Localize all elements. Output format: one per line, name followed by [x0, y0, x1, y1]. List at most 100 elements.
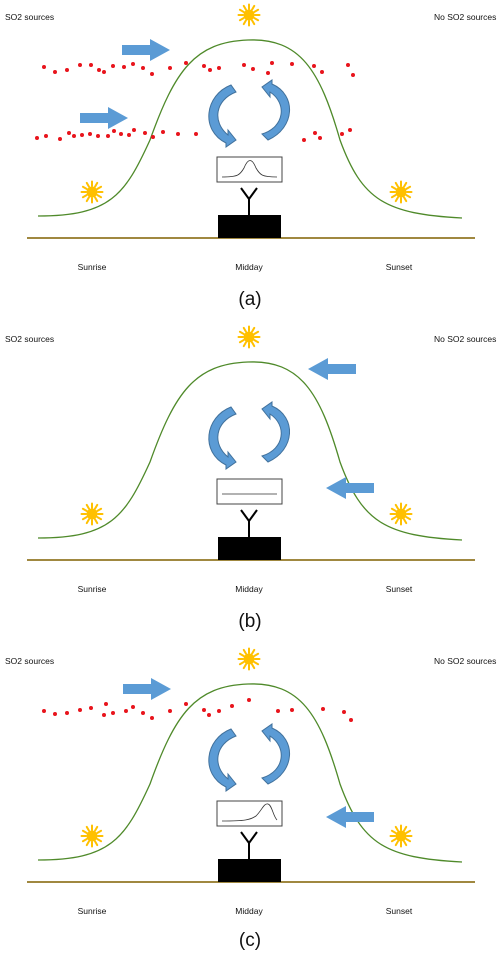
no-so2-sources-label: No SO2 sources [434, 334, 497, 344]
so2-profile-box [216, 156, 283, 183]
so2-particle [78, 708, 82, 712]
so2-particle [124, 709, 128, 713]
so2-particle [184, 61, 188, 65]
wind-arrow-icon [122, 39, 170, 61]
so2-particle [302, 138, 306, 142]
so2-particle [207, 713, 211, 717]
so2-particle [161, 130, 165, 134]
so2-profile-box [216, 478, 283, 505]
so2-particle [202, 64, 206, 68]
so2-particle [58, 137, 62, 141]
midday-label: Midday [235, 262, 263, 272]
so2-particle [217, 709, 221, 713]
so2-particle [89, 706, 93, 710]
instrument-icon [218, 509, 281, 560]
so2-particle [97, 68, 101, 72]
so2-particle [194, 132, 198, 136]
so2-particle [106, 134, 110, 138]
sun-icon [237, 325, 261, 349]
wind-arrow-icon [326, 806, 374, 828]
so2-sources-label: SO2 sources [5, 334, 55, 344]
so2-particle [53, 712, 57, 716]
so2-particle [35, 136, 39, 140]
so2-particle [132, 128, 136, 132]
panel-c: SO2 sources No SO2 sources Sunrise Midda… [0, 644, 500, 966]
so2-particle [102, 70, 106, 74]
so2-particle [266, 71, 270, 75]
wind-arrow-icon [80, 107, 128, 129]
so2-particle [122, 65, 126, 69]
so2-particle [351, 73, 355, 77]
so2-particle [208, 68, 212, 72]
so2-particle [67, 131, 71, 135]
mixing-arrow-icon [208, 84, 237, 148]
so2-particle [119, 132, 123, 136]
so2-particle [176, 132, 180, 136]
so2-particle [184, 702, 188, 706]
so2-particle [251, 67, 255, 71]
so2-particle [78, 63, 82, 67]
mixing-arrow-icon [261, 401, 290, 463]
so2-sources-label: SO2 sources [5, 12, 55, 22]
sun-icon [237, 647, 261, 671]
sun-icon [389, 180, 413, 204]
panel-caption: (b) [238, 611, 262, 632]
so2-particle [242, 63, 246, 67]
so2-particle [112, 129, 116, 133]
so2-particle [217, 66, 221, 70]
so2-particle [342, 710, 346, 714]
panel-c-diagram [27, 647, 475, 883]
instrument-icon [218, 831, 281, 882]
so2-particle [72, 134, 76, 138]
wind-arrow-icon [123, 678, 171, 700]
so2-particle [230, 704, 234, 708]
so2-particle [127, 133, 131, 137]
so2-particle [321, 707, 325, 711]
so2-particle [320, 70, 324, 74]
midday-label: Midday [235, 906, 263, 916]
mixing-arrow-icon [208, 406, 237, 470]
so2-particle [270, 61, 274, 65]
sun-icon [237, 3, 261, 27]
sunrise-label: Sunrise [77, 906, 107, 916]
so2-particle [276, 709, 280, 713]
sun-icon [389, 502, 413, 526]
so2-particle [168, 66, 172, 70]
so2-particle [131, 705, 135, 709]
so2-particle [290, 708, 294, 712]
so2-particle [150, 716, 154, 720]
so2-particle [151, 135, 155, 139]
so2-particle [150, 72, 154, 76]
so2-particle [346, 63, 350, 67]
sunset-label: Sunset [385, 262, 413, 272]
so2-particle [313, 131, 317, 135]
panel-a-diagram [27, 3, 475, 239]
so2-particle [96, 134, 100, 138]
so2-sources-label: SO2 sources [5, 656, 55, 666]
so2-profile-line [221, 803, 278, 822]
sun-icon [80, 180, 104, 204]
sunrise-label: Sunrise [77, 584, 107, 594]
mixing-arrow-icon [261, 79, 290, 141]
sunset-label: Sunset [385, 906, 413, 916]
boundary-layer-curve [37, 361, 463, 541]
so2-particle [42, 65, 46, 69]
so2-particle [247, 698, 251, 702]
wind-arrow-icon [308, 358, 356, 380]
so2-particle [80, 133, 84, 137]
wind-arrow-icon [326, 477, 374, 499]
panel-caption: (c) [238, 930, 262, 951]
panel-b: SO2 sources No SO2 sources Sunrise Midda… [0, 322, 500, 644]
boundary-layer-curve [37, 683, 463, 863]
so2-particle [111, 711, 115, 715]
so2-particle [143, 131, 147, 135]
boundary-layer-curve [37, 39, 463, 219]
mixing-arrow-icon [208, 728, 237, 792]
so2-profile-box [216, 800, 283, 827]
so2-profile-line [221, 160, 278, 178]
so2-particle [348, 128, 352, 132]
so2-particle [111, 64, 115, 68]
mixing-arrow-icon [261, 723, 290, 785]
so2-particle [349, 718, 353, 722]
so2-particle [53, 70, 57, 74]
